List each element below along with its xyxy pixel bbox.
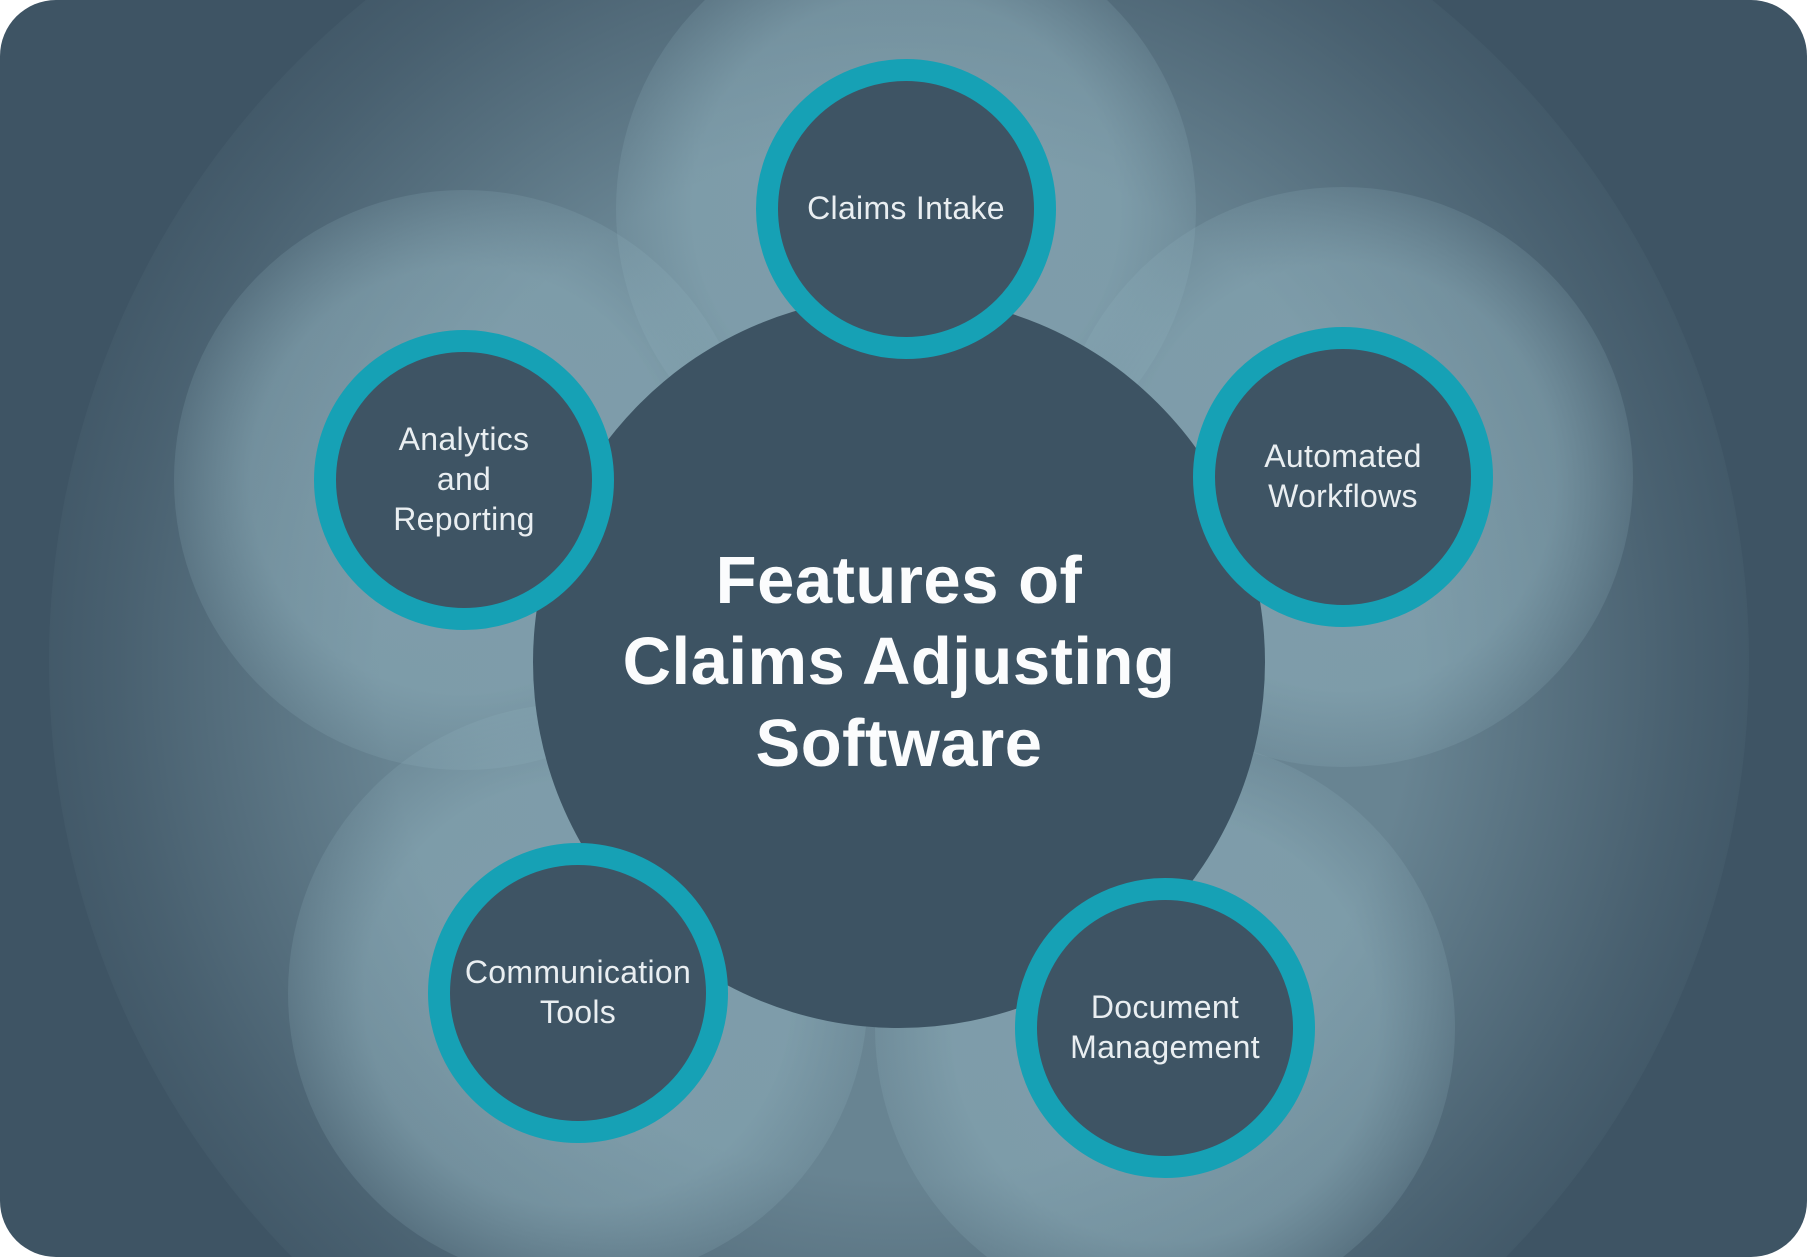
node-analytics-reporting: Analytics and Reporting	[314, 330, 614, 630]
node-document-management: Document Management	[1015, 878, 1315, 1178]
node-label: Analytics and Reporting	[393, 421, 535, 537]
node-label: Communication Tools	[464, 954, 692, 1030]
node-claims-intake: Claims Intake	[756, 59, 1056, 359]
node-label: Claims Intake	[807, 190, 1005, 227]
node-label: Document Management	[1070, 989, 1260, 1065]
diagram-title: Features of Claims Adjusting Software	[622, 543, 1176, 781]
node-automated-workflows: Automated Workflows	[1193, 327, 1493, 627]
node-label: Automated Workflows	[1264, 438, 1422, 514]
node-communication-tools: Communication Tools	[428, 843, 728, 1143]
